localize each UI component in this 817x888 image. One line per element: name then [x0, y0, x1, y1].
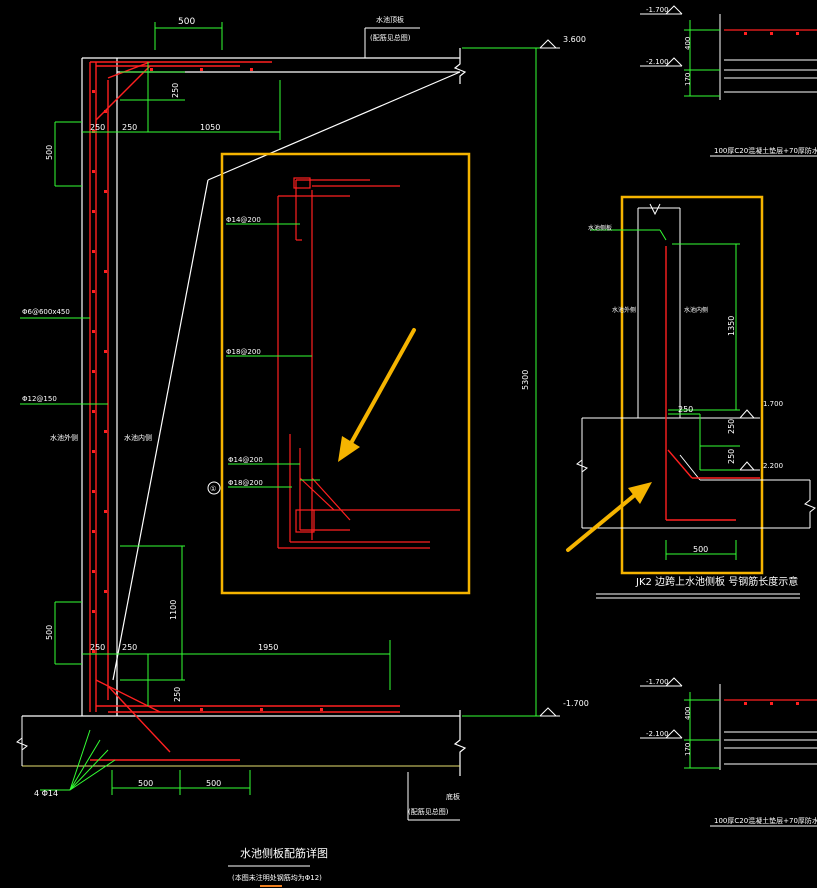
right-top-dimensions	[684, 20, 720, 97]
rebar-vertical-label: Φ12@150	[22, 395, 57, 403]
rebar-label-a: Φ14@200	[226, 216, 261, 224]
right-bottom-note: 100厚C20混凝土垫层+70厚防水层	[714, 816, 817, 825]
right-bottom-elev-2: -2.100	[646, 730, 669, 738]
rebar-label-b: Φ18@200	[226, 348, 261, 356]
dim-500-top: 500	[178, 17, 195, 27]
right-bottom-dimensions	[684, 692, 720, 769]
dim-500-bottom-a: 500	[138, 779, 153, 788]
jk-title: JK2 边跨上水池侧板 号钢筋长度示意	[635, 575, 798, 588]
right-bottom-dim-400: 400	[684, 707, 692, 720]
jk-dim-1350: 1350	[727, 316, 736, 336]
top-note-leader	[364, 27, 460, 821]
jk-rebars	[665, 246, 760, 521]
bottom-slab-note-1: 底板	[446, 792, 460, 801]
right-top-dim-400: 400	[684, 37, 692, 50]
wall-rebars	[89, 61, 400, 761]
jk-dim-250-v2: 250	[727, 449, 736, 464]
dim-500-bottom-b: 500	[206, 779, 221, 788]
elevation-3600: 3.600	[563, 35, 586, 44]
dim-1950: 1950	[258, 643, 278, 652]
inner-side-label: 水池内侧	[124, 433, 152, 442]
jk-label-b: 水池外侧	[612, 306, 636, 314]
jk-dimensions	[590, 229, 740, 560]
jk-dim-250-h: 250	[678, 405, 693, 414]
right-top-elev-1: -1.700	[646, 6, 669, 14]
jk-elev-2: 2.200	[763, 462, 783, 470]
main-title: 水池侧板配筋详图	[240, 846, 328, 860]
dim-1050: 1050	[200, 123, 220, 132]
jk-outline	[576, 203, 816, 529]
right-top-note: 100厚C20混凝土垫层+70厚防水层	[714, 146, 817, 155]
reference-circle-label: ①	[210, 485, 216, 493]
main-subtitle: (本图未注明处钢筋均为Φ12)	[232, 873, 322, 882]
right-bottom-rebar-dots	[744, 702, 799, 705]
zoom-rebars	[277, 177, 460, 549]
rebar-label-d: Φ18@200	[228, 479, 263, 487]
top-note-1: 水池顶板	[376, 15, 404, 24]
dim-250-a: 250	[90, 123, 105, 132]
dim-250-b: 250	[122, 123, 137, 132]
dim-500-left-bottom: 500	[45, 625, 54, 640]
right-top-elev-2: -2.100	[646, 58, 669, 66]
right-bottom-dim-170: 170	[684, 743, 692, 756]
dim-500-left-top: 500	[45, 145, 54, 160]
rebar-label-c: Φ14@200	[228, 456, 263, 464]
jk-dim-500: 500	[693, 545, 708, 554]
highlight-box-center	[220, 152, 471, 595]
jk-label-a: 水池侧板	[588, 224, 612, 232]
dim-250-vertical-top: 250	[171, 83, 180, 98]
top-note-2: (配筋见总图)	[370, 33, 411, 42]
dim-5300: 5300	[521, 370, 530, 390]
highlight-box-right	[620, 195, 764, 575]
dim-250-d: 250	[122, 643, 137, 652]
zoom-leaders	[226, 223, 320, 488]
dim-1100: 1100	[169, 600, 178, 620]
jk-elev-1: 1.700	[763, 400, 783, 408]
outer-side-label: 水池外侧	[50, 433, 78, 442]
rebar-tie-label: Φ6@600x450	[22, 308, 70, 316]
highlight-arrow-center	[338, 328, 416, 462]
dim-250-c: 250	[90, 643, 105, 652]
right-bottom-elev-1: -1.700	[646, 678, 669, 686]
reference-circle	[207, 481, 221, 495]
dim-250-vertical-bottom: 250	[173, 687, 182, 702]
main-dimensions	[20, 22, 550, 795]
elevation-markers-main	[539, 39, 560, 717]
jk-label-c: 水池内侧	[684, 306, 708, 314]
jk-dim-250-v1: 250	[727, 419, 736, 434]
right-top-dim-170: 170	[684, 73, 692, 86]
ground-break-mark	[16, 737, 28, 751]
bottom-slab-note-2: (配筋见总图)	[408, 807, 449, 816]
elevation-m1700-main: -1.700	[563, 699, 589, 708]
highlight-arrow-right	[566, 482, 652, 552]
tie-dots	[92, 68, 323, 711]
right-top-rebar-dots	[744, 32, 799, 35]
bottom-bars-label: 4 Φ14	[34, 789, 58, 798]
